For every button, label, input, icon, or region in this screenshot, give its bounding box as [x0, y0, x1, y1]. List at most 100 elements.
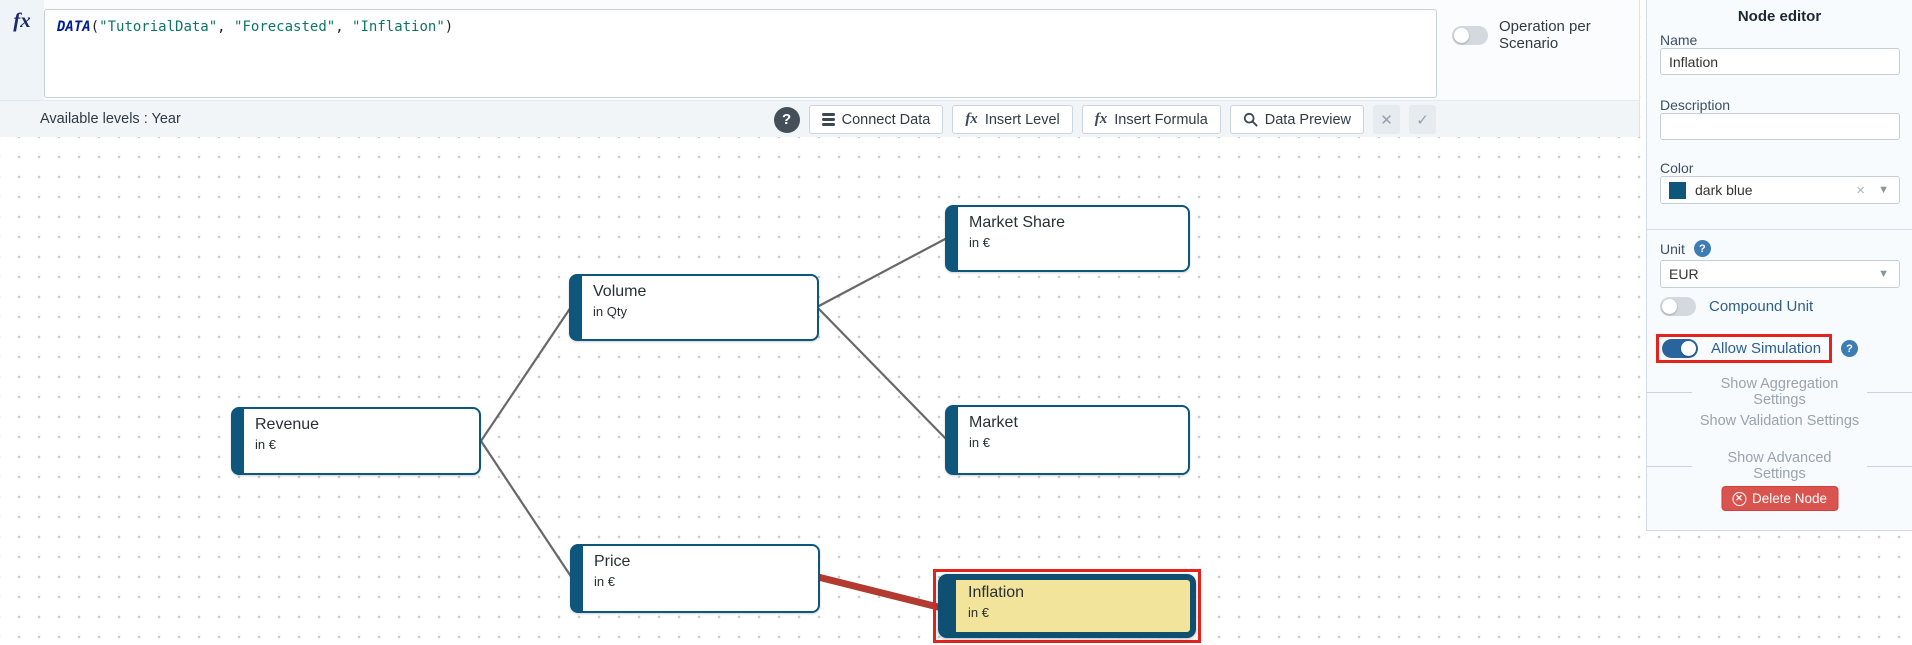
node-unit: in €	[968, 605, 989, 620]
edge-revenue-volume	[480, 306, 572, 442]
available-levels-text: Available levels : Year	[40, 111, 181, 127]
node-inflation-selected[interactable]: Inflation in €	[938, 574, 1196, 638]
data-preview-button[interactable]: Data Preview	[1229, 105, 1364, 134]
formula-arg: "Inflation"	[352, 19, 445, 35]
divider	[1647, 229, 1912, 230]
formula-function: DATA	[57, 19, 91, 35]
node-color-bar	[947, 407, 958, 473]
node-color-bar	[572, 546, 583, 611]
node-market-share[interactable]: Market Share in €	[945, 205, 1190, 272]
unit-label: Unit	[1660, 240, 1685, 257]
fx-icon: fx	[1094, 111, 1108, 127]
formula-toolbar: Available levels : Year ? Connect Data f…	[0, 100, 1639, 137]
fx-icon: fx	[965, 111, 978, 127]
panel-title: Node editor	[1737, 8, 1822, 25]
compound-unit-row: Compound Unit	[1660, 297, 1813, 316]
node-color-bar	[571, 276, 582, 339]
show-advanced-settings-link[interactable]: Show Advanced Settings	[1647, 450, 1912, 482]
node-revenue[interactable]: Revenue in €	[231, 407, 481, 475]
clear-icon[interactable]: ×	[1856, 181, 1865, 199]
formula-punct: ,	[335, 19, 353, 35]
node-volume[interactable]: Volume in Qty	[569, 274, 819, 341]
node-unit: in €	[594, 574, 615, 589]
database-icon	[821, 112, 835, 127]
button-label: Connect Data	[841, 111, 931, 128]
chevron-down-icon[interactable]: ▼	[1878, 184, 1889, 196]
formula-arg: "Forecasted"	[234, 19, 336, 35]
description-label: Description	[1660, 97, 1731, 113]
fx-icon: fx	[13, 8, 31, 32]
search-icon	[1243, 112, 1258, 127]
circle-x-icon: ✕	[1731, 491, 1746, 506]
node-unit: in €	[969, 435, 990, 450]
name-label: Name	[1660, 32, 1698, 48]
button-label: Insert Formula	[1114, 111, 1208, 128]
show-validation-settings-link[interactable]: Show Validation Settings	[1647, 413, 1912, 429]
allow-simulation-help-icon[interactable]: ?	[1841, 340, 1859, 357]
node-market[interactable]: Market in €	[945, 405, 1190, 475]
node-color-bar	[947, 207, 958, 270]
button-label: Insert Level	[984, 111, 1060, 128]
insert-formula-button[interactable]: fx Insert Formula	[1081, 105, 1221, 134]
node-editor-panel: Node editor Name Description Color dark …	[1646, 0, 1912, 531]
edge-volume-market	[816, 306, 948, 441]
edge-volume-market-share	[816, 237, 948, 308]
link-label: Show Advanced Settings	[1727, 450, 1832, 482]
allow-simulation-toggle[interactable]	[1662, 339, 1698, 358]
cancel-formula-button[interactable]: ✕	[1373, 105, 1400, 134]
node-title: Price	[594, 553, 631, 570]
node-color-bar	[233, 409, 244, 473]
formula-punct: ,	[217, 19, 235, 35]
description-field[interactable]	[1660, 113, 1900, 140]
compound-unit-label: Compound Unit	[1709, 298, 1814, 315]
link-label: Show Aggregation Settings	[1720, 376, 1839, 408]
chevron-down-icon[interactable]: ▼	[1878, 268, 1889, 280]
help-icon[interactable]: ?	[773, 106, 800, 133]
fx-gutter: fx	[0, 0, 44, 100]
unit-select[interactable]: EUR ▼	[1660, 260, 1900, 288]
color-select[interactable]: dark blue × ▼	[1660, 176, 1900, 204]
tutorial-highlight-allow-simulation: Allow Simulation	[1656, 334, 1833, 363]
node-unit: in €	[969, 235, 990, 250]
formula-bar: fx DATA("TutorialData", "Forecasted", "I…	[0, 0, 1640, 137]
link-label: Show Validation Settings	[1699, 413, 1860, 429]
node-price[interactable]: Price in €	[570, 544, 820, 613]
node-title: Revenue	[255, 416, 320, 433]
connect-data-button[interactable]: Connect Data	[808, 105, 944, 134]
edge-revenue-price	[480, 440, 573, 579]
compound-unit-toggle[interactable]	[1660, 297, 1696, 316]
insert-level-button[interactable]: fx Insert Level	[952, 105, 1073, 134]
formula-punct: )	[444, 19, 454, 35]
button-label: Data Preview	[1264, 111, 1351, 128]
show-aggregation-settings-link[interactable]: Show Aggregation Settings	[1647, 376, 1912, 408]
toggle-knob	[1662, 299, 1677, 314]
unit-value: EUR	[1669, 266, 1699, 282]
node-unit: in Qty	[593, 304, 627, 319]
delete-node-button[interactable]: ✕ Delete Node	[1720, 486, 1839, 511]
node-title: Volume	[593, 283, 647, 300]
delete-node-label: Delete Node	[1751, 491, 1828, 506]
formula-input[interactable]: DATA("TutorialData", "Forecasted", "Infl…	[44, 9, 1437, 98]
operation-per-scenario-toggle[interactable]	[1452, 25, 1488, 45]
confirm-formula-button[interactable]: ✓	[1409, 105, 1436, 134]
node-title: Inflation	[968, 584, 1025, 601]
color-value: dark blue	[1695, 182, 1753, 198]
formula-punct: (	[90, 19, 100, 35]
name-field[interactable]	[1660, 48, 1900, 75]
toggle-knob	[1681, 341, 1696, 356]
unit-label-row: Unit ?	[1660, 240, 1711, 257]
toggle-knob	[1454, 27, 1469, 43]
formula-arg: "TutorialData"	[99, 19, 218, 35]
color-label: Color	[1660, 160, 1694, 176]
node-color-bar	[944, 580, 956, 632]
unit-help-icon[interactable]: ?	[1693, 240, 1711, 257]
node-title: Market	[969, 414, 1018, 431]
node-title: Market Share	[969, 214, 1066, 231]
node-unit: in €	[255, 437, 276, 452]
color-swatch-dark-blue	[1669, 181, 1686, 199]
operation-per-scenario-label: Operation per Scenario	[1499, 18, 1591, 52]
edge-price-inflation-active	[817, 573, 943, 612]
allow-simulation-label: Allow Simulation	[1711, 340, 1822, 357]
tutorial-highlight-inflation-node[interactable]: Inflation in €	[933, 569, 1201, 643]
allow-simulation-row: Allow Simulation ?	[1656, 334, 1859, 363]
